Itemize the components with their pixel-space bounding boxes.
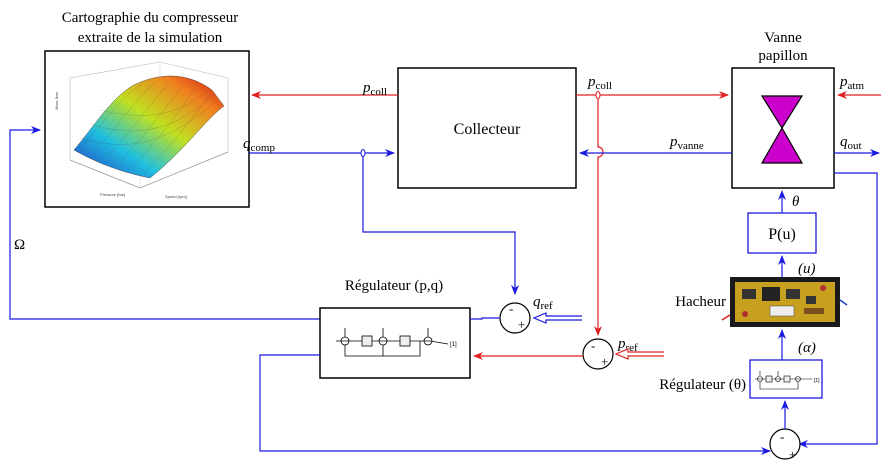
p-ref-summer	[583, 339, 613, 369]
q-error-line	[470, 318, 500, 319]
q-ref-summer-plus: +	[518, 317, 525, 332]
valve-block[interactable]	[732, 68, 834, 188]
collector-label: Collecteur	[454, 121, 521, 138]
p-ref-summer-plus: +	[601, 354, 608, 369]
p-ref-summer-minus: -	[591, 338, 595, 353]
theta-summer-plus: +	[789, 447, 796, 462]
svg-text:Pressure [bar]: Pressure [bar]	[100, 192, 125, 197]
q-out-label: qout	[840, 134, 862, 152]
p-coll-feedback-line	[598, 99, 603, 335]
compressor-map-plot: Pressure [bar] Speed [rpm] Mass flow	[45, 51, 249, 207]
omega-label: Ω	[14, 237, 25, 253]
regulator-pq-block[interactable]	[320, 308, 470, 378]
p-coll-right-label: pcoll	[587, 74, 612, 92]
q-comp-label: qcomp	[243, 136, 275, 154]
theta-summer-minus: -	[780, 429, 784, 444]
p-coll-left-label: pcoll	[362, 80, 387, 98]
q-ref-summer-minus: -	[509, 301, 513, 316]
p-atm-label: patm	[839, 74, 864, 92]
svg-text:Mass flow: Mass flow	[54, 92, 59, 110]
q-ref-summer	[500, 303, 530, 333]
valve-title-line1: Vanne	[764, 30, 802, 46]
map-caption-line2: extraite de la simulation	[78, 30, 223, 46]
valve-title-line2: papillon	[758, 48, 808, 64]
chopper-board-image	[722, 277, 847, 327]
p-ref-input-arrow	[616, 349, 664, 359]
svg-text:Speed [rpm]: Speed [rpm]	[165, 194, 187, 199]
q-comp-branch-node	[361, 150, 365, 157]
regulator-pq-output-mark: [1]	[450, 342, 457, 348]
map-caption-line1: Cartographie du compresseur	[62, 10, 239, 26]
theta-label: θ	[792, 194, 800, 210]
regulator-theta-label: Régulateur (θ)	[659, 377, 746, 393]
u-label: (u)	[798, 261, 816, 277]
regulator-pq-label: Régulateur (p,q)	[345, 278, 443, 294]
p-vanne-label: pvanne	[669, 134, 704, 152]
pu-label: P(u)	[768, 226, 796, 243]
q-ref-label: qref	[533, 294, 553, 312]
alpha-label: (α)	[798, 340, 816, 356]
p-coll-branch-node	[596, 92, 600, 99]
q-ref-input-arrow	[534, 313, 582, 323]
chopper-label: Hacheur	[675, 294, 726, 310]
regulator-theta-output-mark: [1]	[814, 378, 820, 384]
